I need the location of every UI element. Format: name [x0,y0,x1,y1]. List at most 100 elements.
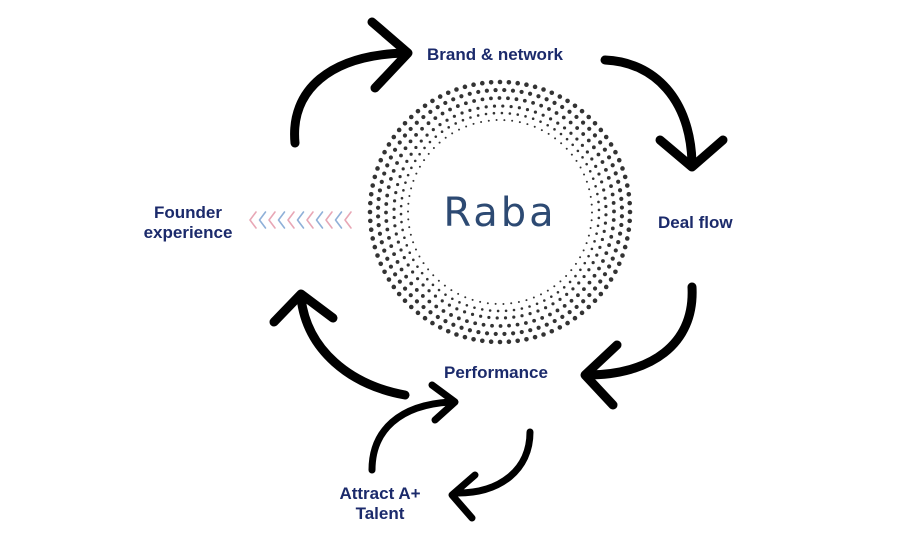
ring-dot [391,284,397,290]
ring-dot [486,302,489,305]
ring-dot [395,161,399,165]
ring-dot [405,244,409,247]
ring-dot [368,218,373,224]
ring-dot [562,126,567,130]
ring-dot [514,97,519,102]
ring-dot [570,153,573,156]
ring-dot [487,315,491,320]
ring-dot [378,157,384,163]
ring-dot [596,192,599,196]
ring-dot [431,283,435,287]
ring-dot [544,306,548,310]
ring-dot [391,168,396,173]
ring-dot [524,115,527,118]
ring-dot [610,163,615,168]
ring-dot [443,319,448,324]
ring-dot [458,301,461,304]
ring-dot [518,121,521,124]
ring-dot [452,114,456,118]
ring-dot [536,309,540,313]
ring-dot [437,325,443,330]
ring-dot [368,227,374,232]
ring-dot [562,303,567,308]
ring-dot [512,308,516,312]
ring-dot [408,139,413,144]
ring-dot [385,193,390,198]
ring-dot [553,128,556,131]
ring-dot [583,173,586,176]
ring-dot [378,261,384,267]
ring-dot [524,82,529,88]
ring-dot [585,180,588,183]
ring-dot [393,224,397,228]
ring-dot [594,184,597,188]
ring-dot [384,202,389,206]
ring-dot [571,287,575,291]
ring-dot [394,232,398,236]
ring-dot [604,213,608,217]
ring-dot [541,113,545,117]
ring-dot [600,180,604,184]
ring-dot [540,316,545,320]
ring-dot [445,328,451,334]
ring-dot [524,336,529,342]
ring-dot [427,268,430,271]
ring-dot [570,269,573,272]
ring-dot [539,103,544,108]
ring-dot [406,263,410,267]
ring-dot [571,143,574,147]
ring-dot [588,169,592,173]
ring-dot [386,185,391,190]
ring-dot [616,179,621,184]
ring-dot [512,315,516,319]
ring-dot [597,200,600,204]
ring-dot [595,253,599,257]
ring-dot [447,303,451,307]
ring-dot [416,277,420,281]
ring-dot [432,274,435,277]
ring-dot [434,304,439,309]
ring-dot [579,166,582,169]
ring-dot [465,125,468,128]
ring-dot [519,89,524,95]
ring-dot [587,254,590,258]
ring-dot [552,100,557,105]
ring-dot [416,265,419,268]
ring-dot [388,264,394,269]
ring-dot [535,302,539,306]
ring-dot [592,120,598,126]
ring-dot [576,293,580,298]
ring-dot [511,119,514,122]
ring-dot [484,112,488,116]
ring-dot [488,309,492,312]
ring-dot [532,334,538,340]
ring-dot [547,107,551,111]
ring-dot [455,307,459,311]
ring-dot [414,248,417,251]
ring-dot [568,120,573,125]
ring-dot [404,181,407,184]
ring-dot [392,199,397,203]
ring-dot [479,300,482,303]
ring-dot [579,108,585,114]
ring-dot [422,315,428,321]
ring-dot [414,145,418,150]
ring-dot [546,123,549,127]
ring-dot [454,122,457,125]
ring-dot [392,147,398,152]
ring-dot [404,274,409,279]
ring-dot [476,106,480,110]
ring-dot [556,121,560,125]
ring-dot [444,136,447,139]
ring-dot [434,135,438,138]
ring-dot [592,298,598,304]
ring-dot [407,218,410,221]
ring-dot [600,160,605,164]
ring-dot [391,134,397,140]
ring-dot [606,175,611,180]
ring-dot [415,310,421,316]
ring-dot [598,245,602,250]
ring-dot [401,167,405,171]
ring-dot [516,113,520,116]
ring-dot [580,120,586,125]
